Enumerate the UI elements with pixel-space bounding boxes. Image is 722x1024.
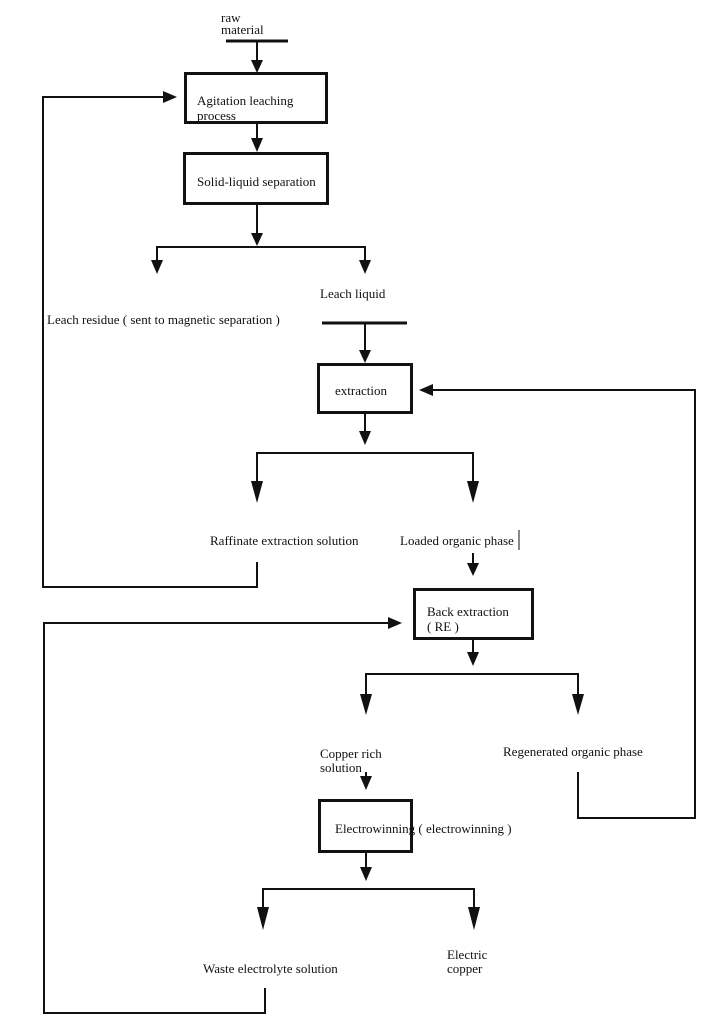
split-after-separation: [156, 246, 366, 262]
arrowhead-back-extraction-down: [467, 652, 479, 666]
recycle-raffinate: [42, 96, 258, 588]
arrowhead-extraction-down: [359, 431, 371, 445]
arrowhead-raw-to-leaching: [251, 60, 263, 73]
arrowhead-recycle-to-extraction: [419, 384, 433, 396]
split-after-electrowinning: [262, 888, 475, 909]
back-extraction-label-line1: Back extraction: [427, 604, 509, 619]
raw-material-label-line1: raw: [221, 10, 241, 25]
raw-material-label: raw material: [221, 10, 264, 37]
copper-rich-label: Copper rich solution: [320, 747, 382, 775]
arrowhead-to-leach-liquid: [359, 260, 371, 274]
solid-liquid-separation-label: Solid-liquid separation: [197, 174, 316, 189]
arrowhead-electrowinning-down: [360, 867, 372, 881]
arrowhead-to-loaded-organic: [467, 481, 479, 503]
split-after-extraction: [256, 452, 474, 483]
electric-copper-label-line2: copper: [447, 961, 483, 976]
arrowhead-to-regenerated-organic: [572, 694, 584, 715]
recycle-waste-electrolyte: [43, 622, 390, 1014]
arrowhead-to-electric-copper: [468, 907, 480, 930]
loaded-organic-label: Loaded organic phase: [400, 533, 514, 548]
arrowhead-to-leach-residue: [151, 260, 163, 274]
arrowhead-to-electrowinning: [360, 776, 372, 790]
arrowhead-to-copper-rich: [360, 694, 372, 715]
electric-copper-label: Electric copper: [447, 948, 487, 976]
back-extraction-label-line2: ( RE ): [427, 619, 459, 634]
raffinate-label: Raffinate extraction solution: [210, 533, 359, 548]
arrowhead-separation-down: [251, 233, 263, 246]
waste-electrolyte-label: Waste electrolyte solution: [203, 961, 338, 976]
arrowhead-to-back-extraction: [467, 563, 479, 576]
copper-rich-label-line1: Copper rich: [320, 746, 382, 761]
arrowhead-leaching-to-separation: [251, 138, 263, 152]
back-extraction-box: Back extraction ( RE ): [413, 588, 534, 640]
leach-liquid-label: Leach liquid: [320, 286, 386, 301]
agitation-leaching-label-line1: Agitation leaching: [197, 93, 294, 108]
electric-copper-label-line1: Electric: [447, 947, 488, 962]
agitation-leaching-box: Agitation leaching process: [184, 72, 328, 124]
arrowhead-recycle-to-back-extraction: [388, 617, 402, 629]
leach-residue-label: Leach residue ( sent to magnetic separat…: [47, 312, 280, 327]
electrowinning-box: Electrowinning ( electrowinning ): [318, 799, 512, 853]
solid-liquid-separation-box: Solid-liquid separation: [183, 152, 329, 205]
electrowinning-label: Electrowinning ( electrowinning ): [335, 821, 512, 836]
arrowhead-to-raffinate: [251, 481, 263, 503]
agitation-leaching-label-line2: process: [197, 108, 236, 123]
split-after-back-extraction: [365, 673, 579, 696]
extraction-box: extraction: [317, 363, 413, 414]
arrowhead-to-extraction: [359, 350, 371, 363]
extraction-label: extraction: [335, 383, 387, 398]
raw-material-label-line2: material: [221, 22, 264, 37]
recycle-regenerated-organic: [433, 389, 696, 819]
arrowhead-to-waste-electrolyte: [257, 907, 269, 930]
regenerated-organic-label: Regenerated organic phase: [503, 744, 643, 759]
arrowhead-recycle-to-leaching: [163, 91, 177, 103]
copper-rich-label-line2: solution: [320, 760, 362, 775]
